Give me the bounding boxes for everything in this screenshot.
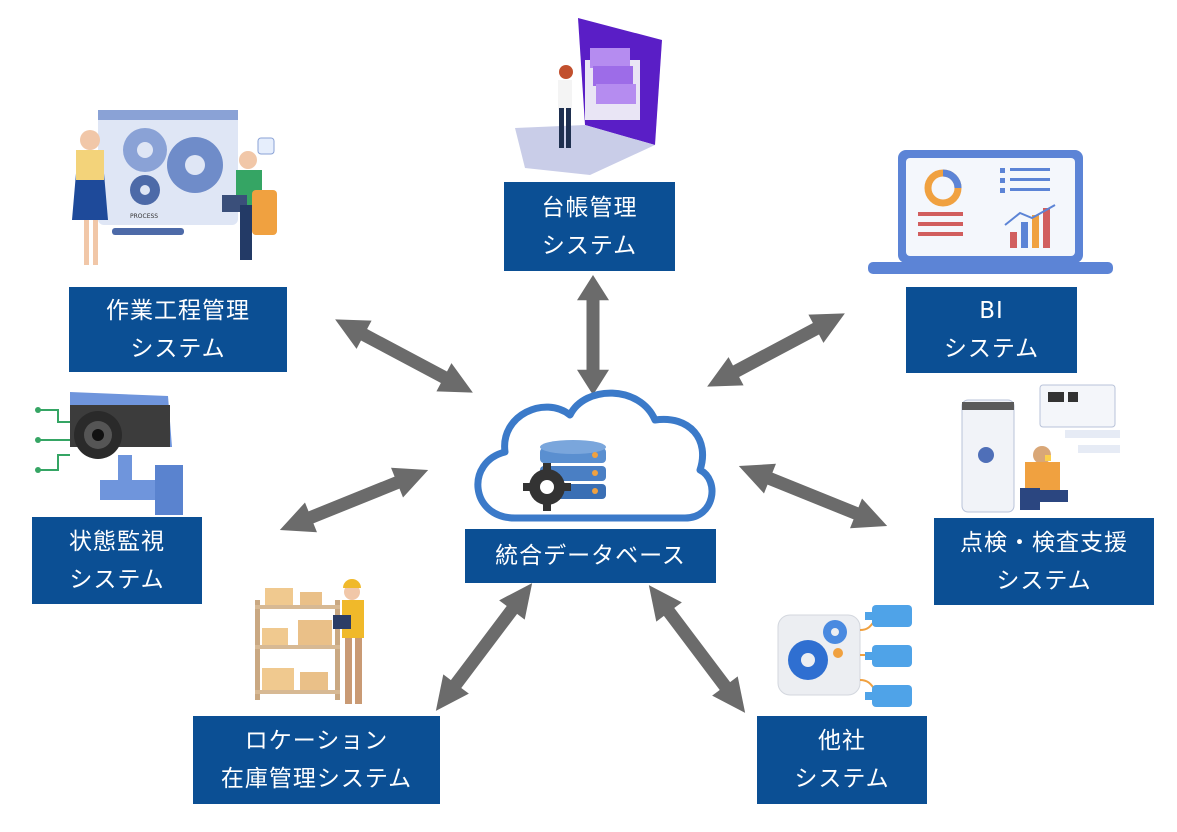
monitor-system-box: 状態監視 システム <box>32 517 202 604</box>
location-system-line2: 在庫管理システム <box>220 766 413 792</box>
process-system-box: 作業工程管理 システム <box>69 287 287 372</box>
monitor-system-line1: 状態監視 <box>69 528 165 555</box>
warehouse-worker-illustration <box>255 579 364 704</box>
other-system-line2: システム <box>794 766 890 792</box>
monitor-system-line2: システム <box>69 566 165 593</box>
bi-system-line1: BI <box>979 298 1004 324</box>
location-system-box: ロケーション 在庫管理システム <box>193 716 440 804</box>
integrated-database-label: 統合データベース <box>495 543 686 569</box>
bi-system-box: BI システム <box>906 287 1077 373</box>
inspection-system-line1: 点検・検査支援 <box>960 529 1128 556</box>
inspection-worker-illustration <box>961 384 1120 513</box>
ledger-system-line2: システム <box>541 232 638 259</box>
inspection-system-line2: システム <box>996 567 1092 594</box>
bi-system-line2: システム <box>943 336 1040 362</box>
ledger-laptop-illustration <box>515 18 662 175</box>
process-screen-text: PROCESS <box>130 213 158 220</box>
other-system-box: 他社 システム <box>757 716 927 804</box>
work-process-illustration: PROCESS <box>72 110 277 265</box>
cloud-database-icon <box>474 389 716 522</box>
ledger-system-box: 台帳管理 システム <box>504 182 675 271</box>
integrated-database-box: 統合データベース <box>465 529 716 583</box>
security-camera-illustration <box>35 392 183 515</box>
inspection-system-box: 点検・検査支援 システム <box>934 518 1154 605</box>
process-system-line1: 作業工程管理 <box>106 297 250 324</box>
other-system-illustration <box>777 605 912 707</box>
location-system-line1: ロケーション <box>244 728 389 754</box>
bi-dashboard-illustration <box>868 150 1113 274</box>
other-system-line1: 他社 <box>818 728 866 754</box>
ledger-system-line1: 台帳管理 <box>541 194 638 221</box>
process-system-line2: システム <box>130 335 226 362</box>
